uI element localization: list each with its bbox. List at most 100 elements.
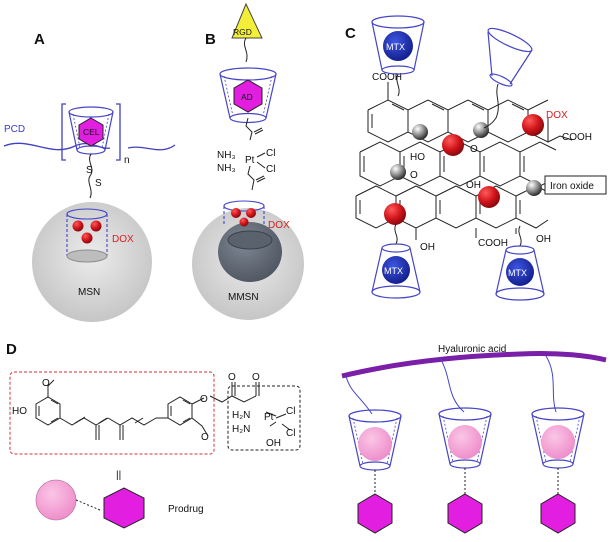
- panel-b-letter: B: [205, 31, 216, 48]
- hyaluronic-acid-chain: [341, 350, 607, 379]
- pore-cylinder-b: [223, 200, 265, 226]
- ho-label: HO: [12, 406, 27, 417]
- curcumin-box: [9, 371, 215, 455]
- ad-hexagon: [233, 79, 263, 113]
- pink-circle: [358, 427, 392, 461]
- dox-label-c: DOX: [546, 110, 568, 121]
- pt-lower-linker: [247, 165, 255, 191]
- dox-label-b: DOX: [268, 220, 290, 231]
- bracket-right: [116, 103, 121, 161]
- platinum-box: [227, 385, 301, 451]
- dox-sphere: [522, 114, 544, 136]
- pink-circle-legend: [35, 479, 77, 521]
- dox-sphere: [478, 186, 500, 208]
- mtx-cup-bottom-left: MTX: [371, 223, 421, 299]
- mtx-cup-bottom-right: MTX: [495, 225, 545, 301]
- mmsn-label: MMSN: [228, 292, 259, 303]
- empty-cup-top-right: [483, 27, 533, 129]
- dox-label-a: DOX: [112, 234, 134, 245]
- nh3-label-2: NH₃: [217, 163, 236, 174]
- panel-a-letter: A: [34, 31, 45, 48]
- rgd-label: RGD: [233, 27, 252, 37]
- pink-circle: [448, 425, 482, 459]
- dox-dot: [90, 220, 102, 232]
- panel-c: C COOH COOH COOH HO OH OH OH O O: [345, 15, 607, 301]
- mtx-label: MTX: [386, 42, 405, 52]
- magenta-hexagon: [357, 493, 393, 534]
- pt-label-b: Pt: [245, 155, 255, 166]
- disulfide-linker: [88, 153, 93, 199]
- equals-symbol: ||: [116, 470, 121, 481]
- mtx-label: MTX: [508, 268, 527, 278]
- hydroxyl-label: HO: [410, 152, 425, 163]
- h2n-label-1: H₂N: [232, 410, 250, 421]
- carbonyl-o-label: O: [228, 372, 236, 383]
- o-label: O: [410, 170, 418, 181]
- magenta-hexagon: [447, 493, 483, 534]
- rgd-triangle: [231, 2, 263, 39]
- mtx-sphere: [383, 31, 413, 61]
- mtx-sphere: [382, 256, 410, 284]
- cl-label-d1: Cl: [286, 406, 295, 417]
- iron-oxide-callout: [544, 175, 607, 195]
- panel-d-letter: D: [6, 341, 17, 358]
- legend-linker: [75, 499, 101, 511]
- panel-c-letter: C: [345, 25, 356, 42]
- cl-label-2: Cl: [266, 164, 275, 175]
- cooh-label-right: COOH: [562, 132, 592, 143]
- panel-d: D O HO O O O O: [6, 341, 607, 534]
- iron-oxide-sphere: [473, 122, 489, 138]
- dox-dot: [231, 208, 241, 218]
- dox-dot: [72, 220, 84, 232]
- magenta-hexagon-legend: [103, 487, 145, 529]
- panel-b: B RGD AD NH₃ NH₃ Pt Cl Cl: [192, 2, 304, 320]
- cel-hexagon: [78, 117, 104, 147]
- cooh-label-top: COOH: [372, 72, 402, 83]
- panel-a: A PCD n CEL S S DOX MSN: [3, 31, 176, 322]
- hydroxyl-label: OH: [536, 234, 551, 245]
- rgd-linker: [243, 37, 248, 63]
- o-label: O: [470, 144, 478, 155]
- msn-label: MSN: [78, 287, 100, 298]
- pink-circle: [541, 425, 575, 459]
- cel-label: CEL: [83, 127, 100, 137]
- hydroxyl-label: OH: [420, 242, 435, 253]
- prodrug-label: Prodrug: [168, 504, 204, 515]
- cooh-label-bottom: COOH: [478, 238, 508, 249]
- pt-label-d: Pt: [264, 412, 274, 423]
- pore-cylinder-a: [66, 208, 108, 263]
- ha-cup-3: [531, 355, 585, 534]
- pt-upper-linker: [245, 117, 253, 141]
- dox-sphere: [384, 203, 406, 225]
- s-label-2: S: [95, 178, 102, 189]
- bracket-left: [61, 103, 66, 161]
- dox-dot: [246, 208, 256, 218]
- ha-cup-2: [438, 357, 492, 534]
- carbonyl-o-label-2: O: [252, 372, 260, 383]
- iron-oxide-sphere: [390, 164, 406, 180]
- h2n-label-2: H₂N: [232, 424, 250, 435]
- methoxy-o-label-2: O: [201, 432, 209, 443]
- iron-oxide-label: Iron oxide: [550, 181, 594, 192]
- methoxy-o-label: O: [42, 378, 50, 389]
- dox-sphere: [442, 134, 464, 156]
- iron-oxide-sphere: [526, 180, 542, 196]
- mtx-cup-top-left: MTX: [371, 15, 425, 97]
- curcumin-structure: [35, 379, 291, 440]
- mtx-label: MTX: [384, 266, 403, 276]
- ester-o-label: O: [200, 394, 208, 405]
- s-label-1: S: [86, 165, 93, 176]
- nh3-label-1: NH₃: [217, 150, 236, 161]
- n-subscript: n: [124, 155, 130, 166]
- oh-label-d: OH: [266, 438, 281, 449]
- ad-label: AD: [241, 92, 253, 102]
- cl-label-1: Cl: [266, 148, 275, 159]
- hydroxyl-label: OH: [466, 180, 481, 191]
- dox-dot: [81, 232, 93, 244]
- ha-cup-1: [345, 375, 402, 534]
- magenta-hexagon: [540, 493, 576, 534]
- dox-dot: [239, 217, 249, 227]
- hyaluronic-acid-label: Hyaluronic acid: [438, 344, 506, 355]
